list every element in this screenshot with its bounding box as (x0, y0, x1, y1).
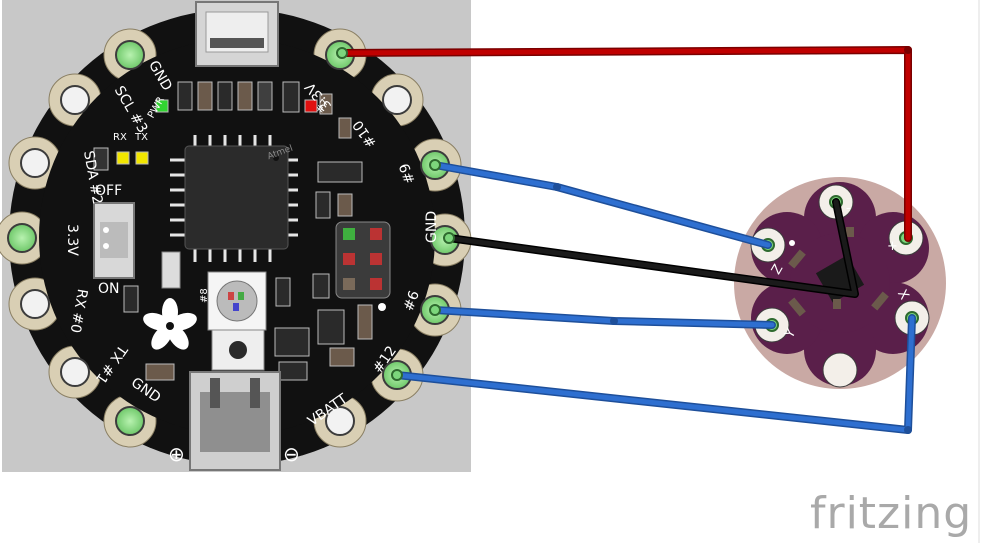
crystal (161, 251, 181, 289)
label-3v3-left: 3.3V (64, 224, 80, 256)
pad-sda[interactable] (20, 148, 50, 178)
usb-connector (195, 1, 279, 67)
wires (338, 46, 916, 434)
sensor-label-minus: - (846, 201, 851, 216)
label-minus: ⊖ (283, 442, 300, 466)
smd-resistor (93, 147, 109, 171)
power-switch (93, 202, 135, 279)
icsp-header (335, 221, 391, 311)
wire-end-12 (391, 369, 403, 381)
label-rx: RX #0 (67, 288, 90, 335)
pad-tx[interactable] (60, 357, 90, 387)
sensor-label-plus: + (887, 239, 898, 254)
ground-wire[interactable] (446, 199, 858, 297)
smd-components-top (177, 81, 352, 139)
wire-end-6 (429, 304, 441, 316)
atmel-chip: Atmel (170, 135, 298, 262)
battery-connector (189, 371, 281, 471)
pad-rx[interactable] (20, 289, 50, 319)
label-9: #9 (397, 161, 419, 186)
label-tx-led: TX (134, 132, 148, 143)
label-off: OFF (95, 183, 122, 199)
canvas-edge (978, 0, 980, 543)
neopixel-8 (207, 271, 267, 331)
pad-3v3-left[interactable] (7, 223, 37, 253)
reset-button[interactable] (211, 329, 265, 371)
tx-led (135, 151, 149, 165)
label-plus: ⊕ (168, 442, 185, 466)
label-rx-led: RX (113, 132, 127, 143)
wire-end-9 (429, 159, 441, 171)
flora-board: Atmel (0, 1, 472, 471)
wire-end-gnd (443, 232, 455, 244)
rx-led (116, 151, 130, 165)
label-on: ON (98, 281, 120, 297)
pad-scl[interactable] (60, 85, 90, 115)
led-7 (304, 99, 318, 113)
label-gnd-right: GND (424, 211, 440, 243)
adafruit-flower-icon (143, 298, 197, 350)
label-6: #6 (401, 289, 423, 314)
pad-vbatt[interactable] (325, 406, 355, 436)
fritzing-logo: fritzing (810, 488, 973, 539)
pad-gnd-top[interactable] (115, 40, 145, 70)
pad-10[interactable] (382, 85, 412, 115)
wire-end-3v3 (336, 47, 348, 59)
label-8: #8 (199, 288, 210, 303)
pwr-led (155, 99, 169, 113)
pad-gnd-bottom[interactable] (115, 406, 145, 436)
